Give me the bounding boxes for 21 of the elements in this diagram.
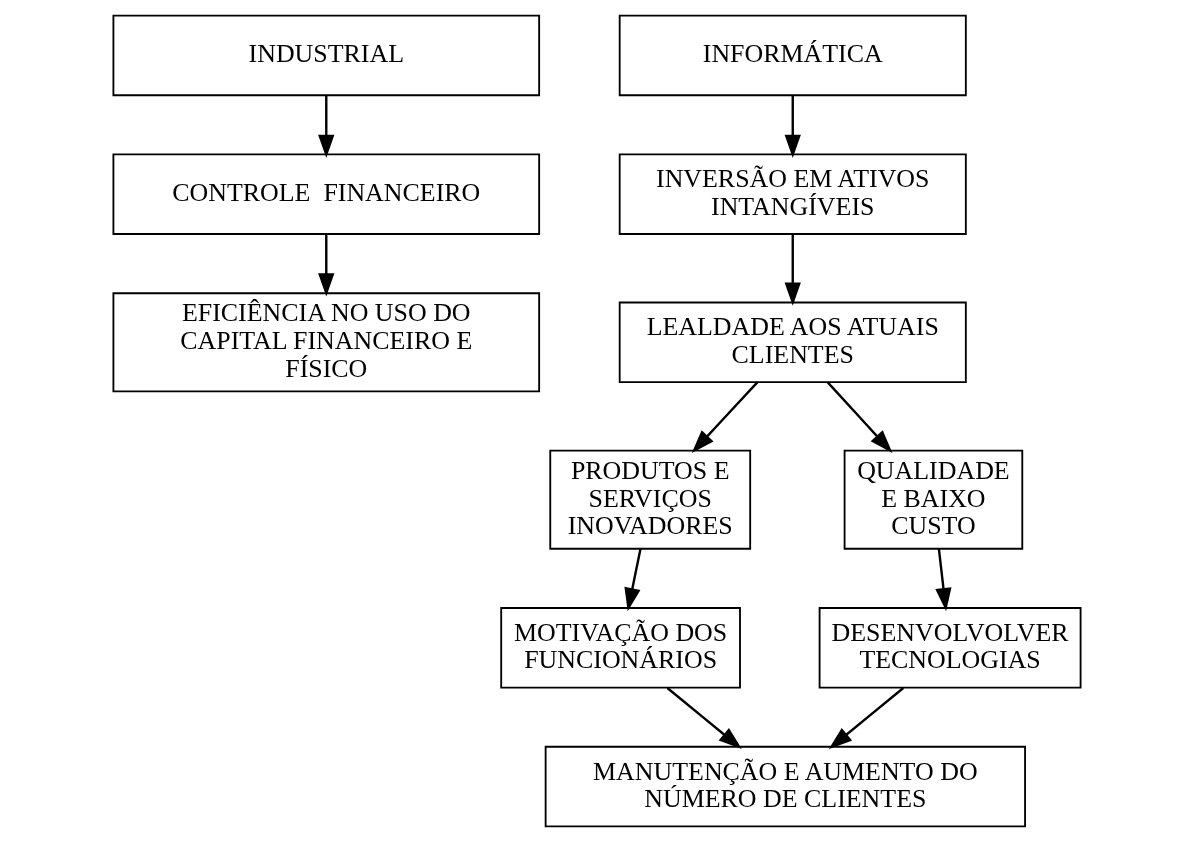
arrow — [623, 548, 642, 612]
arrow — [828, 687, 904, 750]
node-box: EFICIÊNCIA NO USO DO CAPITAL FINANCEIRO E FÍSICO — [111, 292, 540, 393]
arrow — [934, 548, 952, 612]
node-box: QUALIDADE E BAIXO CUSTO — [843, 449, 1023, 550]
node-box: MOTIVAÇÃO DOS FUNCIONÁRIOS — [499, 607, 741, 689]
node-box: PRODUTOS E SERVIÇOS INOVADORES — [548, 449, 751, 550]
node-box: INFORMÁTICA — [618, 14, 967, 97]
arrow — [826, 381, 892, 454]
node-box: MANUTENÇÃO E AUMENTO DO NÚMERO DE CLIENTES — [544, 745, 1026, 828]
arrow — [784, 234, 801, 306]
node-box: LEALDADE AOS ATUAIS CLIENTES — [618, 301, 967, 384]
node-box: CONTROLE FINANCEIRO — [111, 153, 540, 235]
node-box: DESENVOLVOLVER TECNOLOGIAS — [818, 607, 1082, 689]
arrow — [317, 234, 334, 297]
arrow — [666, 687, 742, 750]
arrow — [691, 381, 758, 454]
node-box: INDUSTRIAL — [111, 14, 540, 97]
node-box: INVERSÃO EM ATIVOS INTANGÍVEIS — [618, 153, 967, 235]
arrow — [784, 95, 801, 159]
arrow — [317, 95, 334, 159]
